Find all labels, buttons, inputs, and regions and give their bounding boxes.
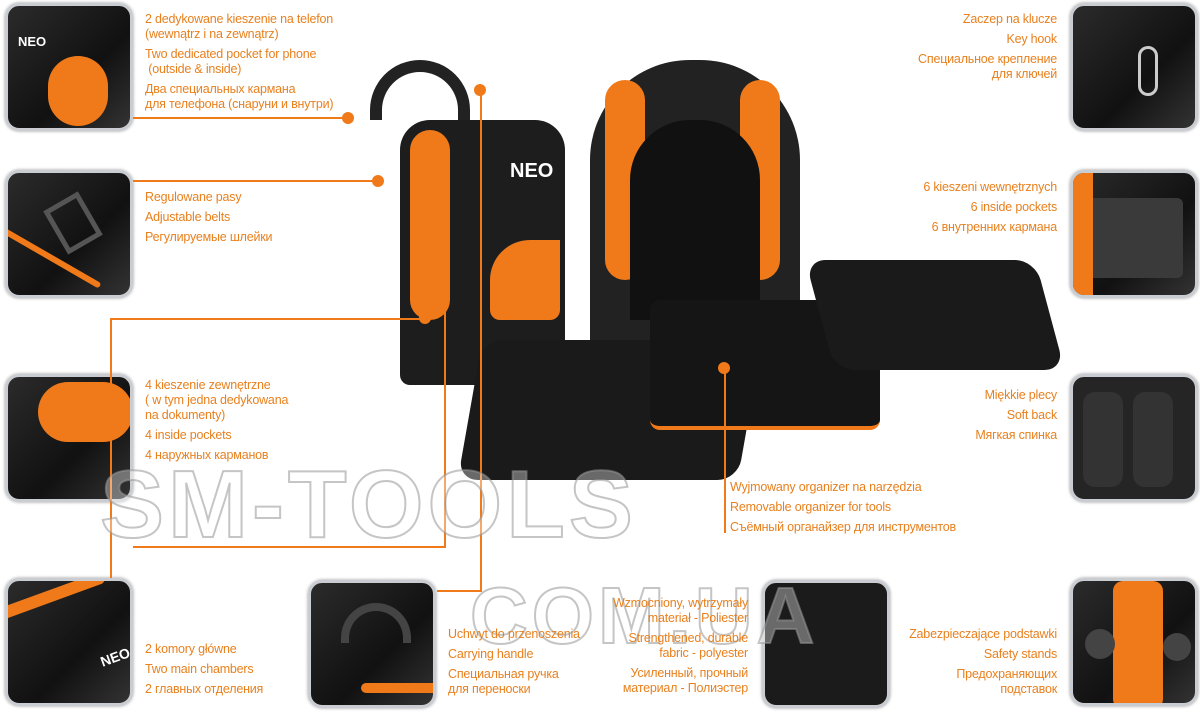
connector-dot bbox=[438, 225, 450, 237]
feature-phone-pocket: 2 dedykowane kieszenie na telefon(wewnąt… bbox=[145, 12, 334, 111]
thumb-key-hook bbox=[1070, 3, 1198, 131]
watermark-line2: COM.UA bbox=[469, 570, 819, 661]
connector-dot bbox=[342, 112, 354, 124]
connector-line bbox=[437, 590, 482, 592]
connector-dot bbox=[474, 84, 486, 96]
thumb-phone-pocket: NEO bbox=[5, 3, 133, 131]
thumb-material bbox=[762, 580, 890, 708]
thumb-belts bbox=[5, 170, 133, 298]
connector-line bbox=[480, 90, 482, 590]
thumb-chambers: NEO bbox=[5, 578, 133, 706]
connector-dot bbox=[372, 175, 384, 187]
feature-outer-pockets: 4 kieszenie zewnętrzne( w tym jedna dedy… bbox=[145, 378, 289, 462]
connector-line bbox=[444, 230, 446, 548]
connector-line bbox=[133, 117, 348, 119]
connector-dot bbox=[419, 312, 431, 324]
brand-logo: NEO bbox=[18, 34, 47, 49]
connector-line bbox=[133, 546, 445, 548]
thumb-soft-back bbox=[1070, 374, 1198, 502]
backpack-open-image bbox=[457, 60, 1065, 480]
connector-line bbox=[110, 318, 425, 320]
thumb-inside-pockets bbox=[1070, 170, 1198, 298]
thumb-handle bbox=[308, 580, 436, 708]
connector-line bbox=[110, 318, 112, 578]
connector-line bbox=[133, 180, 378, 182]
watermark-line1: SM-TOOLS bbox=[99, 450, 637, 559]
connector-dot bbox=[718, 362, 730, 374]
connector-line bbox=[724, 368, 726, 533]
thumb-stands bbox=[1070, 578, 1198, 706]
